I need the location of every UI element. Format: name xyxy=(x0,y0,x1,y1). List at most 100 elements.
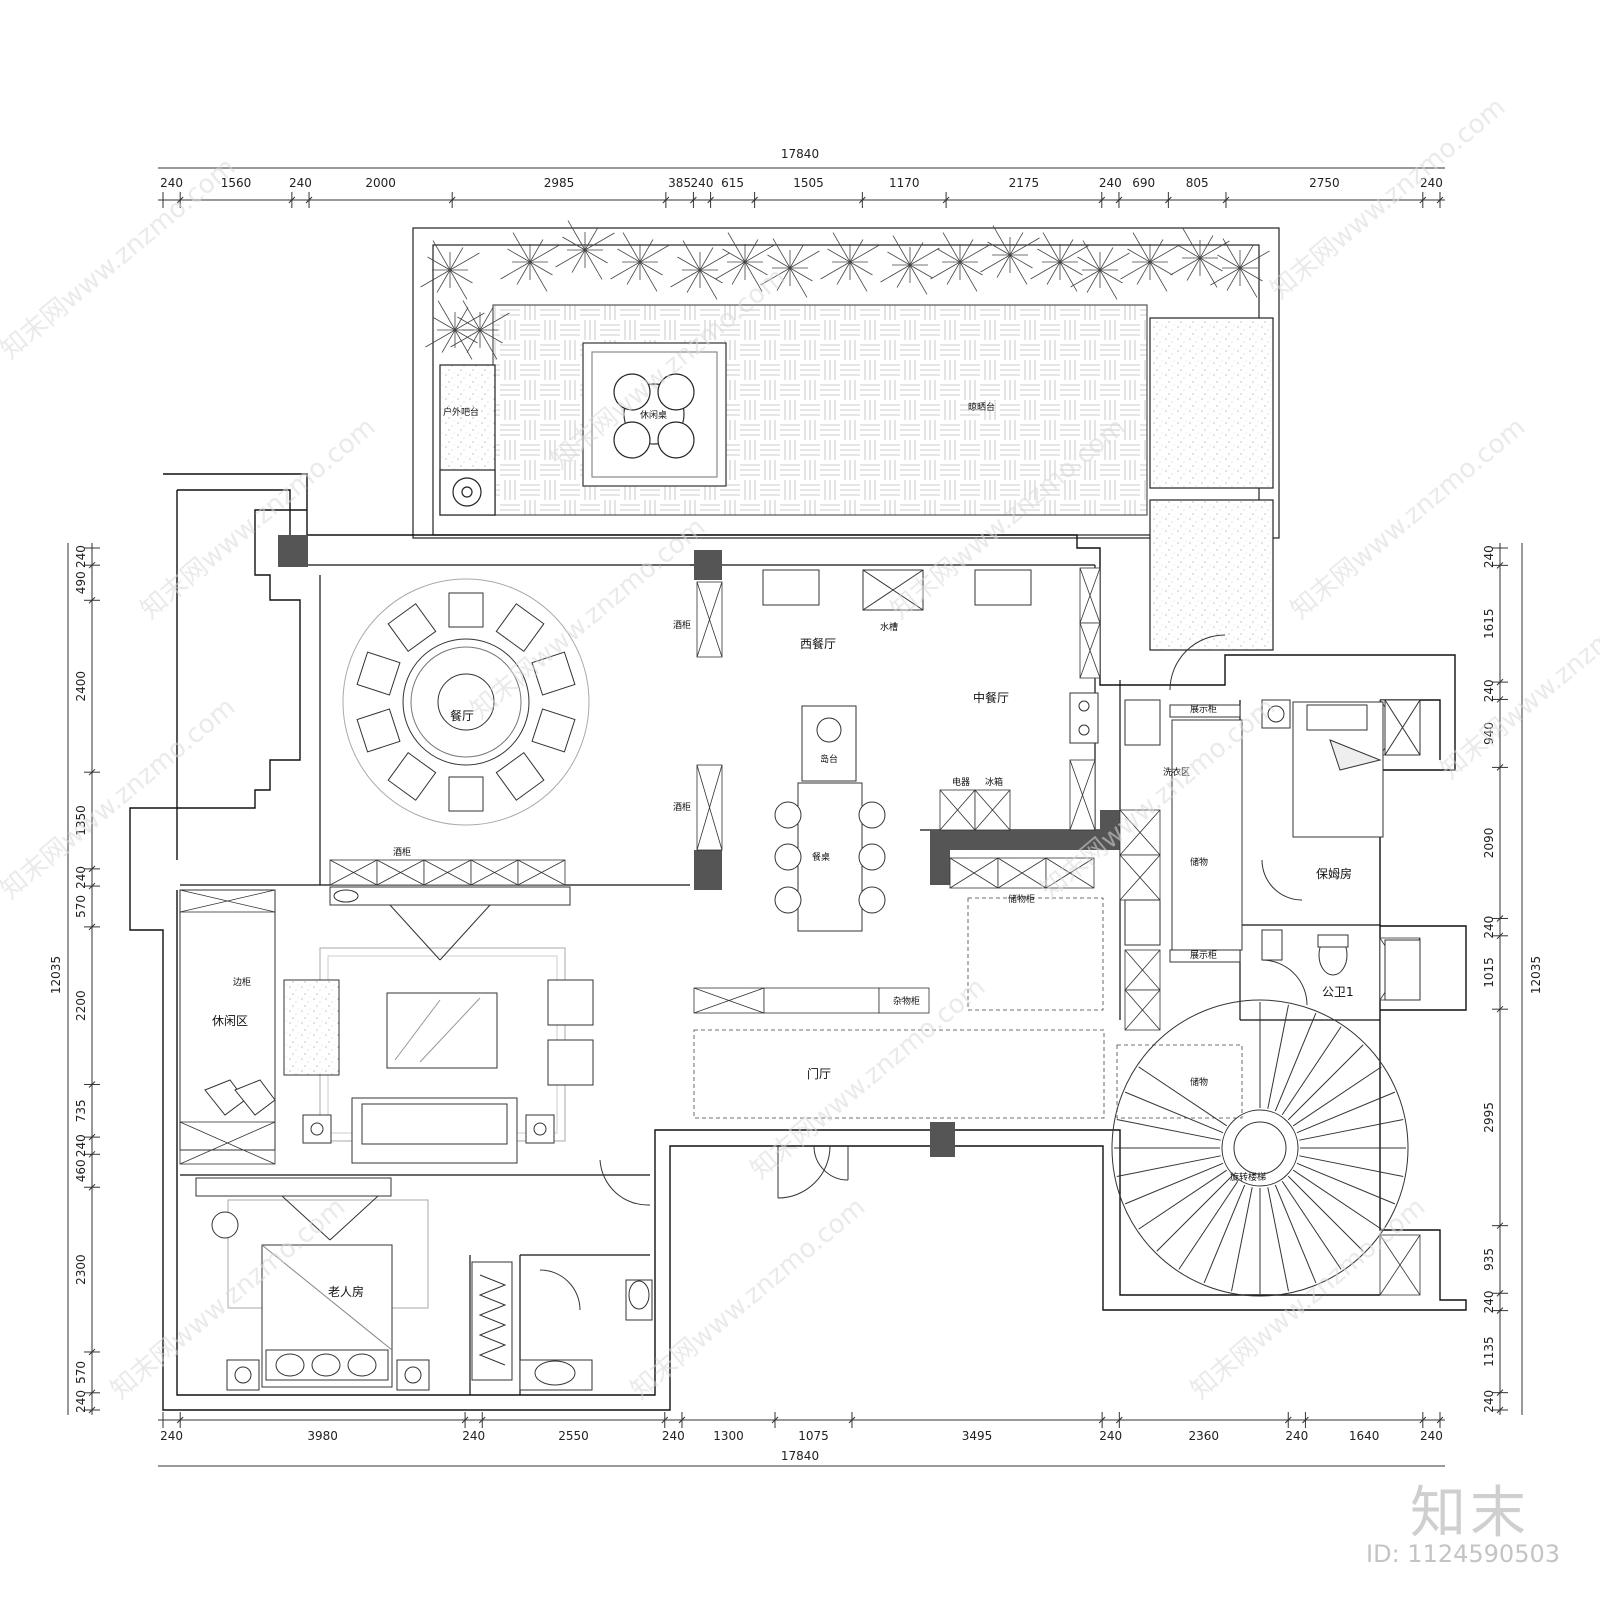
image-id-label: ID: 1124590503 xyxy=(1366,1540,1560,1568)
bottom-dim-11: 1640 xyxy=(1349,1429,1380,1443)
dining-chair xyxy=(356,651,401,696)
top-dim-0: 240 xyxy=(160,176,183,190)
label-outdoor-counter: 户外吧台 xyxy=(443,406,479,418)
dining-chair xyxy=(387,603,437,653)
right-dim-5: 240 xyxy=(1482,916,1496,939)
dining-chair xyxy=(495,751,545,801)
right-dim-2: 240 xyxy=(1482,679,1496,702)
room-labels: 户外吧台 休闲桌 晾晒台 餐厅 西餐厅 中餐厅 岛台 餐桌 休闲区 门厅 老人房… xyxy=(212,401,1354,1299)
label-drying-terrace: 晾晒台 xyxy=(968,401,995,413)
left-dim-9: 460 xyxy=(74,1159,88,1182)
spiral-staircase xyxy=(1111,999,1409,1297)
dining-chair xyxy=(448,776,484,812)
bottom-dim-1: 3980 xyxy=(307,1429,338,1443)
dining-chair xyxy=(531,651,576,696)
left-dim-2: 2400 xyxy=(74,671,88,702)
top-dim-9: 1170 xyxy=(889,176,920,190)
western-chair xyxy=(774,886,802,914)
top-dim-15: 240 xyxy=(1420,176,1443,190)
right-dim-7: 2995 xyxy=(1482,1102,1496,1133)
plant xyxy=(1030,232,1090,292)
overall-height-left: 12035 xyxy=(49,956,63,994)
western-chair xyxy=(858,801,886,829)
watermark-text: 知末网www.znzmo.com xyxy=(1285,412,1531,625)
label-chinese-dining: 中餐厅 xyxy=(973,690,1009,705)
elder-room-furniture xyxy=(195,1177,653,1391)
entrance-hall xyxy=(693,897,1243,1119)
right-dim-1: 1615 xyxy=(1482,608,1496,639)
left-dim-7: 735 xyxy=(74,1099,88,1122)
right-dim-3: 940 xyxy=(1482,722,1496,745)
cabinets xyxy=(179,567,1421,1296)
label-fridge: 冰箱 xyxy=(985,776,1003,788)
label-nanny-room: 保姆房 xyxy=(1316,866,1352,881)
right-dim-6: 1015 xyxy=(1482,957,1496,988)
right-dim-0: 240 xyxy=(1482,545,1496,568)
cabinet-unit xyxy=(878,987,930,1014)
top-dim-14: 2750 xyxy=(1309,176,1340,190)
bottom-dim-6: 1075 xyxy=(798,1429,829,1443)
overall-width-top: 17840 xyxy=(781,147,819,161)
top-dim-12: 690 xyxy=(1132,176,1155,190)
label-bath: 公卫1 xyxy=(1322,985,1354,999)
label-storage-2: 储物 xyxy=(1190,1076,1208,1088)
label-wine-cabinet-3: 酒柜 xyxy=(393,846,411,858)
elder-room-door xyxy=(539,1159,651,1311)
western-chair xyxy=(774,843,802,871)
plant xyxy=(500,232,560,292)
plant xyxy=(420,240,480,300)
label-elder-room: 老人房 xyxy=(328,1284,364,1299)
label-leisure-table: 休闲桌 xyxy=(640,409,667,421)
label-leisure-area: 休闲区 xyxy=(212,1014,248,1028)
plant xyxy=(670,240,730,300)
dining-chairs xyxy=(356,592,576,812)
left-dim-1: 490 xyxy=(74,571,88,594)
right-dim-11: 240 xyxy=(1482,1390,1496,1413)
nanny-room-furniture xyxy=(1261,699,1421,1001)
plant xyxy=(425,300,485,360)
top-dim-13: 805 xyxy=(1186,176,1209,190)
brand-logo: 知末 xyxy=(1410,1481,1530,1546)
plant xyxy=(1120,232,1180,292)
watermark-text: 知末网www.znzmo.com xyxy=(0,692,241,905)
label-dining-hall: 餐厅 xyxy=(450,708,474,723)
living-furniture xyxy=(179,886,594,1164)
label-entrance: 门厅 xyxy=(807,1066,831,1081)
label-sink: 水槽 xyxy=(880,621,898,633)
left-dim-0: 240 xyxy=(74,545,88,568)
watermark-text: 知末网www.znzmo.com xyxy=(1265,92,1511,305)
western-chair xyxy=(858,886,886,914)
terrace xyxy=(412,227,1280,651)
watermark-text: 知末网www.znzmo.com xyxy=(135,412,381,625)
top-dim-5: 385 xyxy=(668,176,691,190)
right-dim-8: 935 xyxy=(1482,1248,1496,1271)
left-dim-10: 2300 xyxy=(74,1254,88,1285)
plant xyxy=(1170,228,1230,288)
bottom-dim-2: 240 xyxy=(462,1429,485,1443)
left-dim-3: 1350 xyxy=(74,805,88,836)
plant xyxy=(820,232,880,292)
right-dim-9: 240 xyxy=(1482,1290,1496,1313)
watermark-text: 知末网www.znzmo.com xyxy=(1185,1192,1431,1405)
left-dim-4: 240 xyxy=(74,866,88,889)
top-dim-3: 2000 xyxy=(365,176,396,190)
bottom-dim-0: 240 xyxy=(160,1429,183,1443)
bottom-dim-3: 2550 xyxy=(558,1429,589,1443)
label-island: 岛台 xyxy=(820,753,838,765)
right-dim-10: 1135 xyxy=(1482,1336,1496,1367)
label-side-cabinet: 边柜 xyxy=(233,976,251,988)
western-chair xyxy=(858,843,886,871)
label-wine-cabinet-2: 酒柜 xyxy=(673,801,691,813)
label-shelf: 杂物柜 xyxy=(893,995,920,1007)
stair-door xyxy=(1169,634,1226,691)
dining-chair xyxy=(448,592,484,628)
label-laundry: 洗衣区 xyxy=(1163,766,1190,778)
label-appliance: 电器 xyxy=(952,776,970,788)
top-dim-7: 615 xyxy=(721,176,744,190)
dining-chair xyxy=(356,708,401,753)
label-cabinet: 储物柜 xyxy=(1008,893,1035,905)
label-western-dining: 西餐厅 xyxy=(800,636,836,651)
left-dim-6: 2200 xyxy=(74,990,88,1021)
top-dim-8: 1505 xyxy=(793,176,824,190)
